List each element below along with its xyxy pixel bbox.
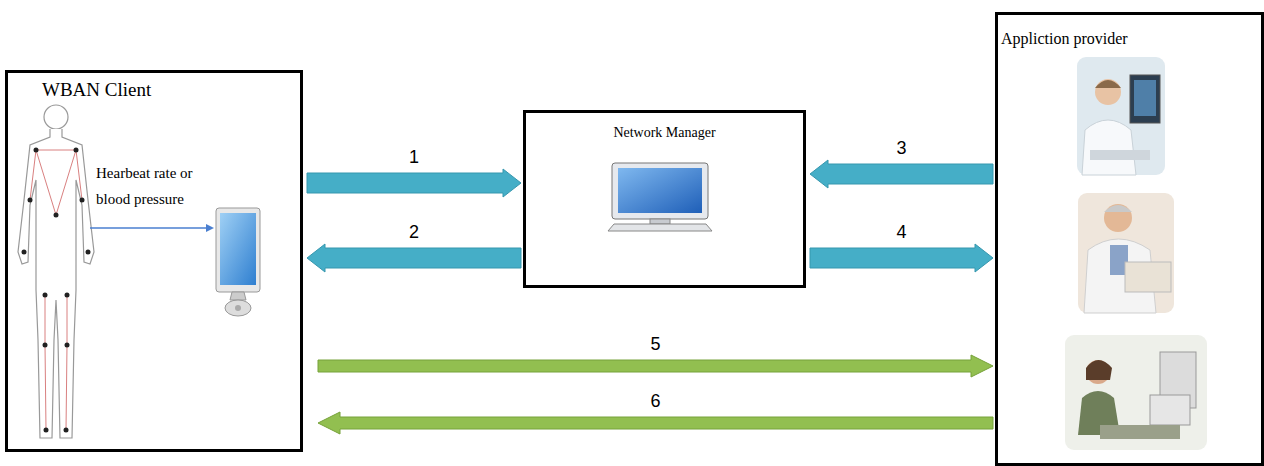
data-arrow [318,412,993,434]
callout-number: 1 [409,147,419,167]
node-heading: Appliction provider [1001,29,1128,48]
measurement-label: Hearbeat rate or blood pressure [96,160,212,212]
body-figure [18,105,94,438]
computer-icon [608,163,712,231]
provider-box: Appliction provider [995,12,1264,466]
response-arrow [810,244,993,272]
node-heading: Network Manager [613,125,715,142]
staff-photo [1065,335,1207,450]
manager-box: Network Manager [523,110,806,288]
response-arrow [307,244,521,272]
client-box: WBAN Client [5,70,303,452]
request-arrow [810,160,993,188]
request-arrow [307,169,521,197]
callout-number: 4 [896,222,906,242]
node-heading: WBAN Client [42,79,151,102]
callout-number: 3 [896,138,906,158]
handheld-device [216,208,260,316]
signal-arrow [90,224,214,232]
doctor-photo [1078,193,1174,313]
callout-number: 5 [650,334,660,354]
doctor-photo [1077,57,1165,175]
callout-number: 6 [650,391,660,411]
callout-number: 2 [409,222,419,242]
data-arrow [318,355,993,377]
